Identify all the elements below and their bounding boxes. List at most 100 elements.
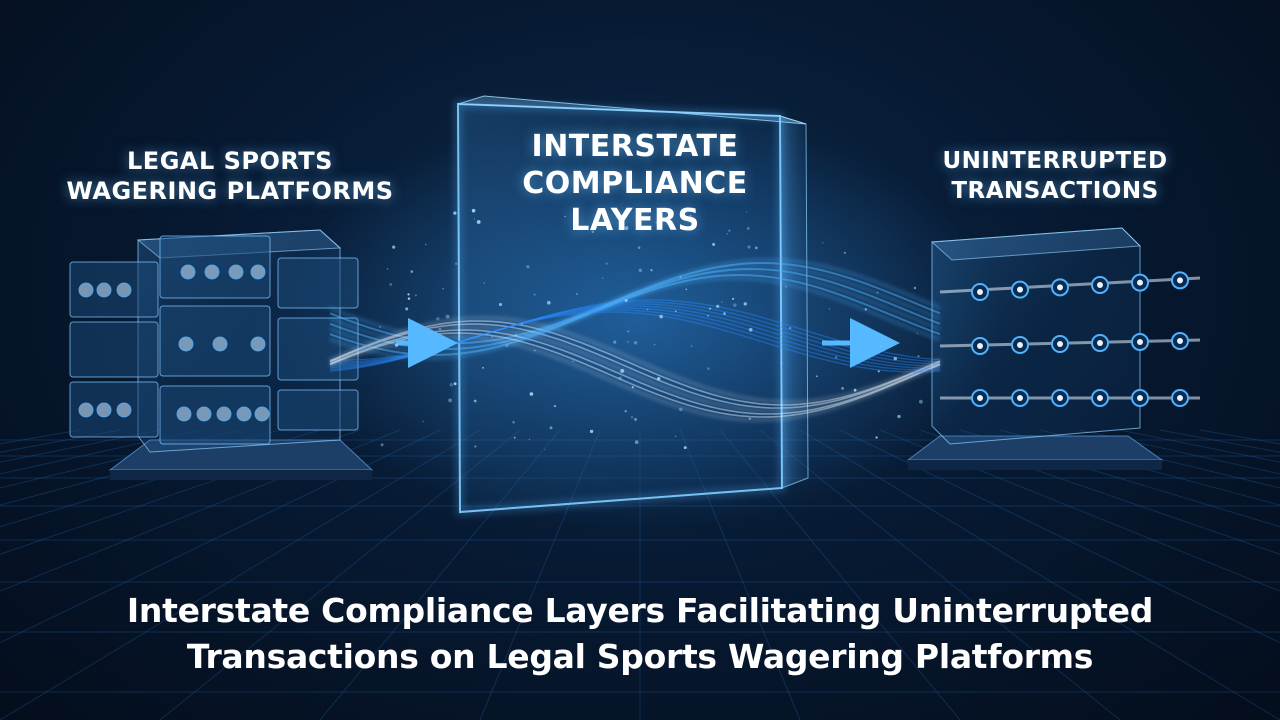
ui-icon-dot <box>212 336 228 352</box>
particle <box>634 417 637 421</box>
lane-node-core <box>977 289 983 295</box>
ui-icon-dot <box>228 264 244 280</box>
particle <box>745 211 748 213</box>
particle <box>386 268 389 270</box>
particle <box>841 387 844 390</box>
particle <box>405 307 409 311</box>
right-node-label: UNINTERRUPTED TRANSACTIONS <box>890 146 1220 206</box>
particle <box>627 341 629 343</box>
ui-icon-dot <box>78 282 94 298</box>
ui-icon-dot <box>196 406 212 422</box>
particle <box>618 376 622 380</box>
particle <box>631 386 634 389</box>
particle <box>815 375 818 378</box>
particle <box>690 345 693 347</box>
particle <box>448 398 452 403</box>
lane-node-core <box>1097 282 1103 288</box>
particle <box>685 288 688 291</box>
lane-node-core <box>1177 277 1183 284</box>
particle <box>394 343 399 347</box>
particle <box>875 436 878 439</box>
grid-line <box>999 429 1280 506</box>
lane-node-core <box>1137 339 1143 345</box>
particle <box>683 446 687 450</box>
particle <box>471 208 476 213</box>
ui-panel <box>277 257 359 309</box>
particle <box>407 293 410 296</box>
particle <box>864 308 867 311</box>
lane-node-core <box>1097 340 1103 346</box>
particle <box>913 286 917 290</box>
particle <box>505 344 509 348</box>
particle <box>785 286 787 288</box>
caption-line-1: Interstate Compliance Layers Facilitatin… <box>126 591 1154 630</box>
ui-icon-dot <box>250 264 266 280</box>
particle <box>754 246 758 250</box>
ui-panel <box>69 321 159 378</box>
particle <box>728 229 731 232</box>
particle <box>572 360 574 363</box>
particle <box>473 218 476 220</box>
ui-icon-dot <box>176 406 192 422</box>
particle <box>917 355 920 358</box>
particle <box>454 262 458 265</box>
particle <box>407 297 411 300</box>
particle <box>657 377 661 381</box>
particle <box>498 302 503 307</box>
grid-line <box>1039 429 1280 489</box>
particle <box>733 303 737 307</box>
ui-icon-dot <box>78 402 94 418</box>
particle <box>624 226 629 231</box>
ui-panel <box>69 261 159 318</box>
lane-node-core <box>1057 341 1063 347</box>
particle <box>877 370 880 373</box>
particle <box>564 215 566 218</box>
grid-line <box>879 429 1280 592</box>
particle <box>624 409 627 413</box>
particle <box>746 227 750 230</box>
particle <box>780 362 783 365</box>
particle <box>438 327 442 331</box>
lane-node-core <box>1137 279 1143 286</box>
particle <box>834 356 838 359</box>
center-node-line-3: LAYERS <box>570 203 700 238</box>
ui-icon-dot <box>96 402 112 418</box>
grid-line <box>799 429 1280 720</box>
ui-panel <box>159 385 271 445</box>
ui-icon-dot <box>204 264 220 280</box>
particle <box>638 268 642 272</box>
lane-node-core <box>977 343 983 349</box>
particle <box>445 314 450 319</box>
particle <box>528 438 531 441</box>
particle <box>521 323 523 325</box>
particle <box>893 356 898 361</box>
particle <box>634 440 639 444</box>
particle <box>512 420 515 424</box>
particle <box>453 382 457 386</box>
particle <box>630 416 634 419</box>
particle <box>789 327 792 330</box>
particle <box>637 246 641 249</box>
particle <box>546 300 551 305</box>
particle <box>674 435 677 438</box>
lane-node-core <box>1137 395 1143 401</box>
lane-node-core <box>1017 342 1023 348</box>
center-node-label: INTERSTATE COMPLIANCE LAYERS <box>470 128 800 239</box>
particle <box>720 301 723 303</box>
particle <box>449 383 454 387</box>
particle <box>653 343 656 346</box>
ui-icon-dot <box>116 402 132 418</box>
particle <box>576 293 578 295</box>
particle <box>743 302 747 306</box>
particle <box>919 399 923 404</box>
particle <box>828 308 831 310</box>
particle <box>380 443 384 447</box>
grid-line <box>959 429 1280 528</box>
ui-icon-dot <box>180 264 196 280</box>
particle <box>726 233 728 235</box>
particle <box>553 404 557 408</box>
ui-icon-dot <box>236 406 252 422</box>
grid-line <box>919 429 1280 555</box>
lane-node-core <box>1177 338 1183 344</box>
ui-panel <box>277 317 359 381</box>
